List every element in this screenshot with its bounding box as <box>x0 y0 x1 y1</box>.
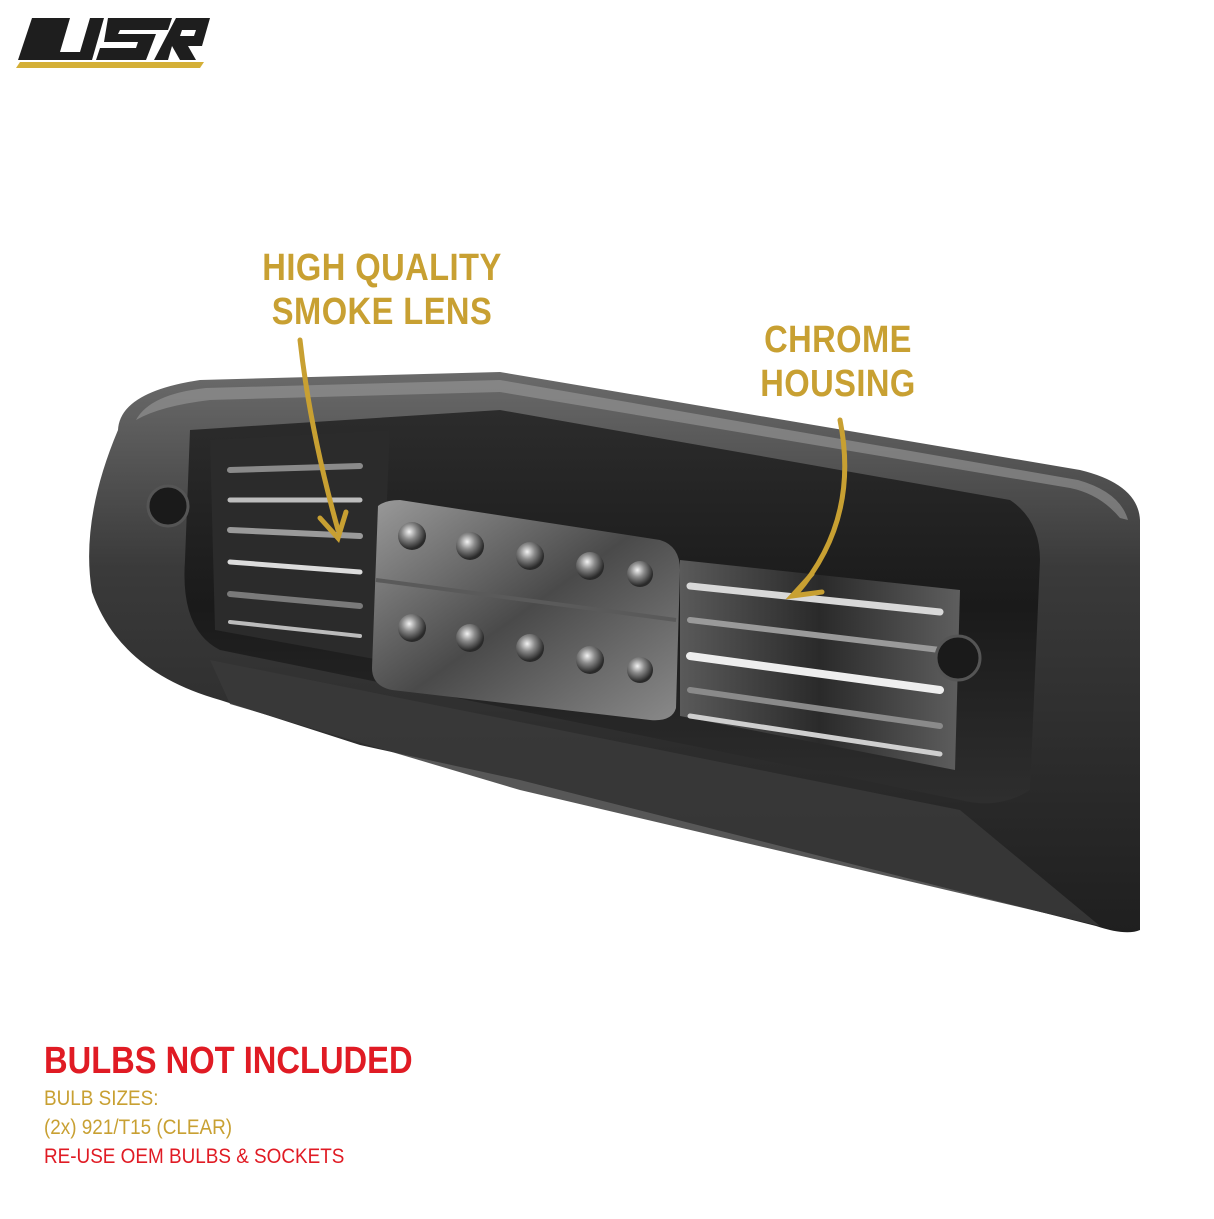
bulb-warning: BULBS NOT INCLUDED <box>44 1040 413 1082</box>
brand-logo-icon <box>16 18 210 68</box>
housing-arrow-icon <box>785 417 848 600</box>
callout-housing-line2: HOUSING <box>760 363 916 405</box>
bulb-sizes-label: BULB SIZES: <box>44 1087 159 1110</box>
left-reflector <box>210 430 390 660</box>
bulb-info: BULBS NOT INCLUDED BULB SIZES: (2x) 921/… <box>44 1038 473 1171</box>
callout-chrome-housing: CHROME HOUSING <box>726 318 950 406</box>
callout-housing-line1: CHROME <box>764 319 912 361</box>
callout-lens-line1: HIGH QUALITY <box>262 247 502 289</box>
mount-hole-left-icon <box>146 484 190 528</box>
mount-hole-right-icon <box>934 634 982 682</box>
bulb-note: RE-USE OEM BULBS & SOCKETS <box>44 1145 345 1168</box>
led-array <box>398 522 653 683</box>
lens-arrow-icon <box>297 337 349 543</box>
callout-lens-line2: SMOKE LENS <box>271 291 493 333</box>
chrome-housing <box>680 560 960 770</box>
callout-smoke-lens: HIGH QUALITY SMOKE LENS <box>244 246 519 334</box>
bulb-sizes-value: (2x) 921/T15 (CLEAR) <box>44 1116 233 1139</box>
